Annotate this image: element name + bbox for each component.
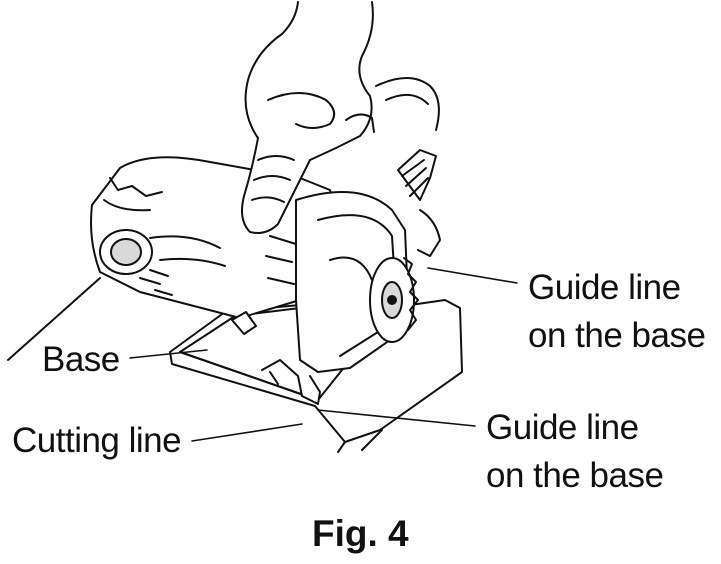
- depth-lever: [397, 149, 441, 257]
- label-cutting-line: Cutting line: [12, 421, 182, 460]
- leader-cutting-line: [191, 423, 303, 442]
- front-guide-notch: [231, 311, 321, 405]
- label-guide-line-lower-1: Guide line: [486, 408, 639, 447]
- figure-caption: Fig. 4: [312, 513, 409, 554]
- leader-base: [129, 349, 208, 359]
- label-base: Base: [42, 340, 120, 379]
- hand-on-handle: [241, 1, 440, 234]
- leader-lines: [129, 267, 518, 442]
- label-guide-line-upper-1: Guide line: [528, 268, 681, 307]
- leader-guide-lower: [317, 409, 476, 427]
- label-guide-line-lower-2: on the base: [486, 456, 664, 495]
- saw-blade: [369, 257, 419, 343]
- leader-guide-upper: [427, 267, 518, 284]
- label-guide-line-upper-2: on the base: [528, 316, 706, 355]
